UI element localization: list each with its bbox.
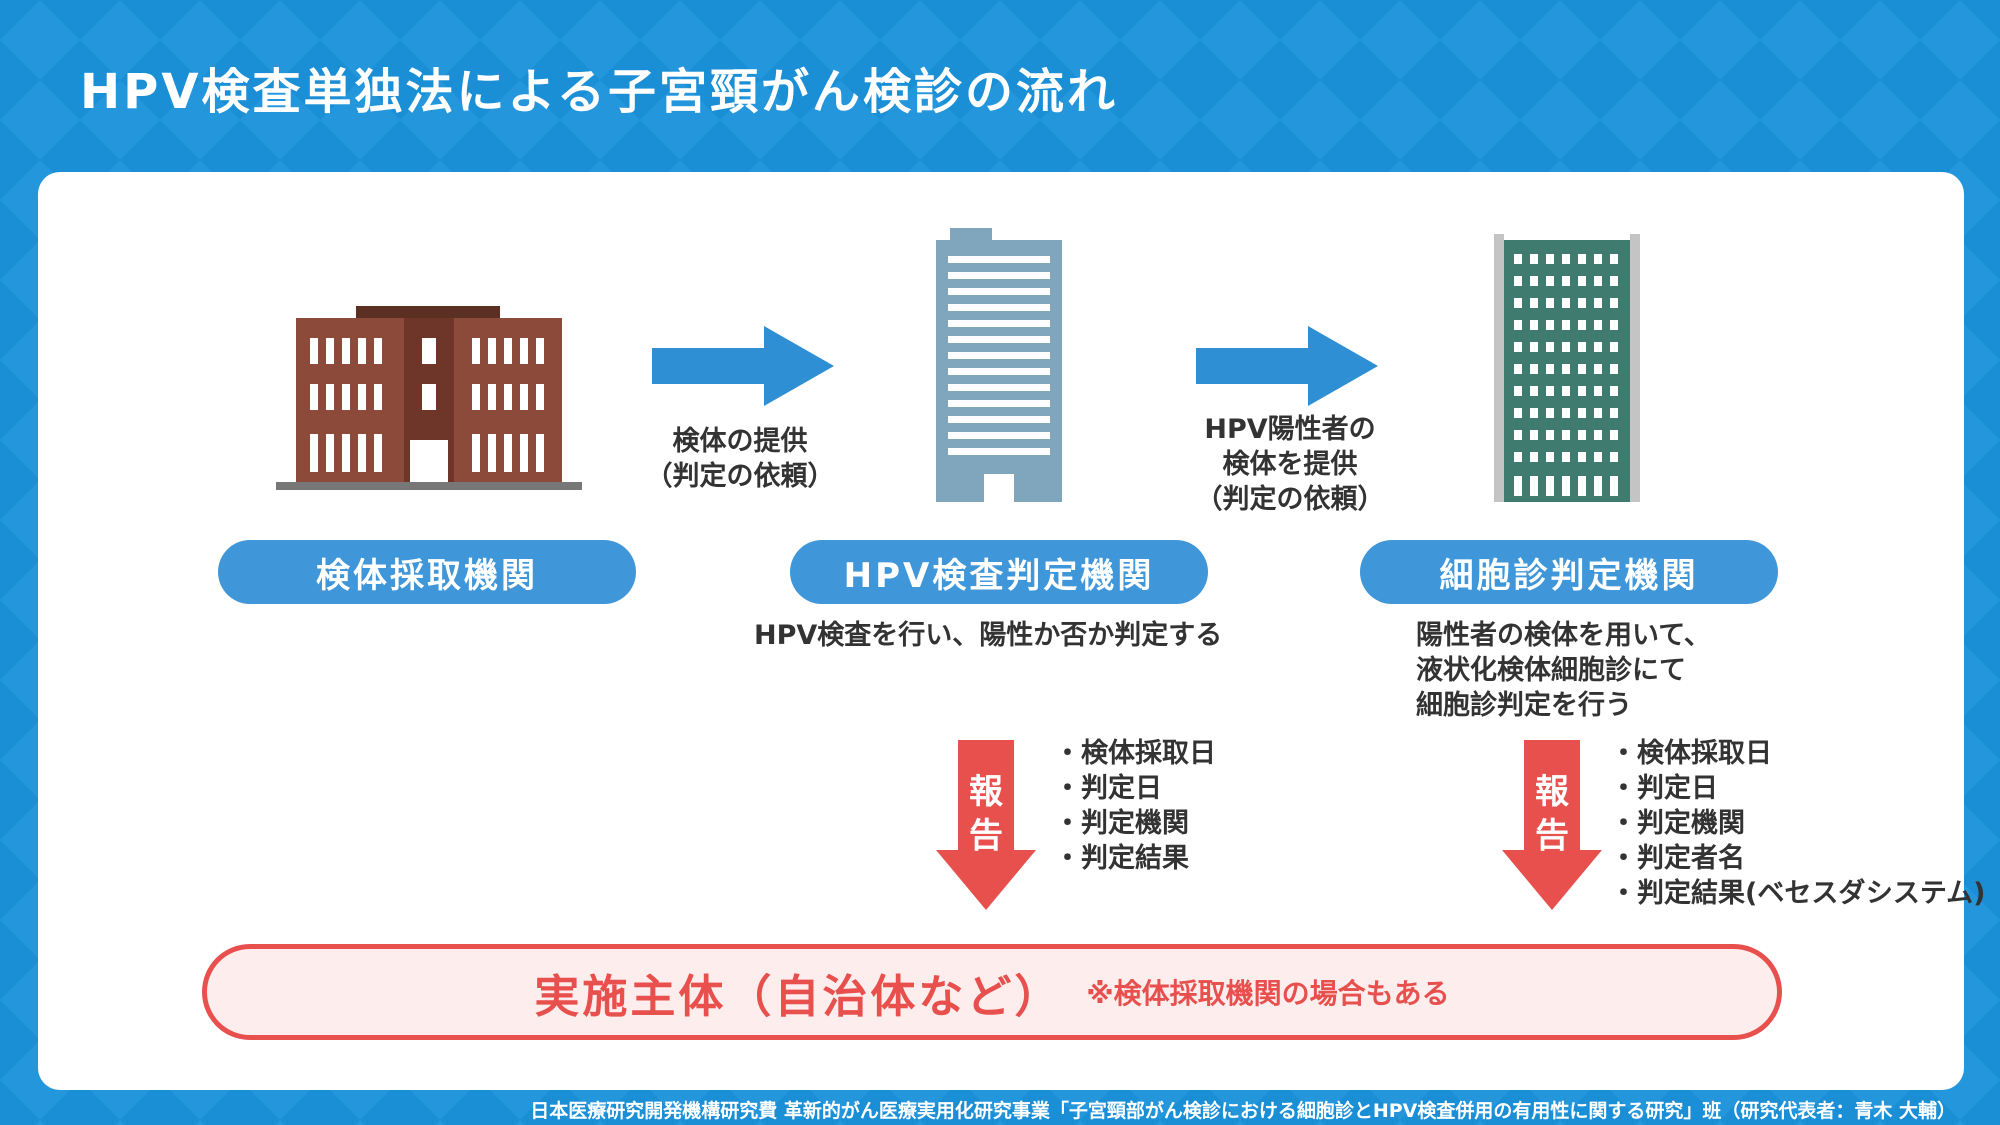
node-label-specimen-collection: 検体採取機関 xyxy=(218,540,636,604)
list-item: 判定結果 xyxy=(1054,841,1216,876)
report-items-hpv: 検体採取日 判定日 判定機関 判定結果 xyxy=(1054,736,1216,876)
arrow-right-icon xyxy=(652,326,834,406)
flow-label-2: HPV陽性者の 検体を提供 （判定の依頼） xyxy=(1195,414,1385,515)
report-arrow-icon xyxy=(936,740,1036,910)
entity-main-label: 実施主体（自治体など） xyxy=(534,969,1063,1023)
list-item: 判定機関 xyxy=(1054,806,1216,841)
tower-green-icon xyxy=(1494,234,1640,502)
list-item: 検体採取日 xyxy=(1054,736,1216,771)
hpv-test-description: HPV検査を行い、陽性か否か判定する xyxy=(754,620,1223,651)
list-item: 判定結果(ベセスダシステム) xyxy=(1610,876,1985,911)
node-label-cytology: 細胞診判定機関 xyxy=(1360,540,1778,604)
arrow-right-icon xyxy=(1196,326,1378,406)
list-item: 判定者名 xyxy=(1610,841,1985,876)
report-items-cytology: 検体採取日 判定日 判定機関 判定者名 判定結果(ベセスダシステム) xyxy=(1610,736,1985,911)
report-label: 報 告 xyxy=(1535,772,1569,856)
list-item: 判定日 xyxy=(1610,771,1985,806)
report-arrow-icon xyxy=(1502,740,1602,910)
list-item: 判定日 xyxy=(1054,771,1216,806)
cytology-description: 陽性者の検体を用いて、 液状化検体細胞診にて 細胞診判定を行う xyxy=(1416,620,1711,721)
list-item: 検体採取日 xyxy=(1610,736,1985,771)
entity-note: ※検体採取機関の場合もある xyxy=(1086,977,1450,1010)
implementing-entity-box: 実施主体（自治体など） ※検体採取機関の場合もある xyxy=(202,944,1782,1040)
list-item: 判定機関 xyxy=(1610,806,1985,841)
flow-label-1: 検体の提供 （判定の依頼） xyxy=(645,426,835,492)
node-label-hpv-test: HPV検査判定機関 xyxy=(790,540,1208,604)
tower-blue-icon xyxy=(936,228,1062,502)
page-title: HPV検査単独法による子宮頸がん検診の流れ xyxy=(80,64,1119,120)
report-label: 報 告 xyxy=(969,772,1003,856)
source-footer: 日本医療研究開発機構研究費 革新的がん医療実用化研究事業「子宮頸部がん検診におけ… xyxy=(530,1100,1956,1122)
building-brick-icon xyxy=(276,306,582,490)
